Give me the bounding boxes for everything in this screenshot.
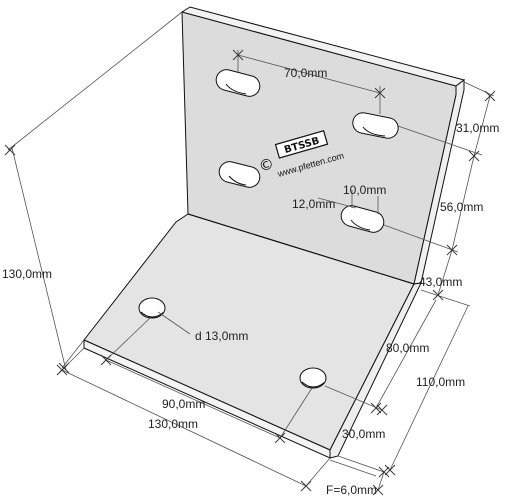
dim-base-width: 130,0mm <box>148 417 198 431</box>
base-plate-right-edge <box>329 282 422 459</box>
dim-thickness: F=6,0mm <box>326 483 377 497</box>
dimension-labels: 130,0mm 70,0mm 31,0mm 56,0mm 10,0mm 12,0… <box>2 66 499 497</box>
hole-right <box>299 367 327 389</box>
slot-bottom-left <box>218 161 261 188</box>
dimension-tick-mark <box>484 90 496 102</box>
dimension-tick-mark <box>378 466 390 478</box>
dimension-lines <box>7 11 495 491</box>
dim-base-depth: 110,0mm <box>416 375 465 389</box>
dim-slot-length: 12,0mm <box>292 197 335 211</box>
slot-top-right <box>352 112 399 139</box>
slots <box>215 69 399 233</box>
dim-bend-offset: 43,0mm <box>419 275 462 289</box>
slot-top-left <box>215 69 261 97</box>
dimension-tick-mark <box>432 289 444 301</box>
dim-hole-spacing-width: 90,0mm <box>162 397 205 411</box>
dimension-tick-mark <box>446 244 458 256</box>
dimension-tick-mark <box>56 364 68 376</box>
dimension-tick-mark <box>376 404 388 416</box>
dimension-tick-mark <box>4 144 16 156</box>
logo-box <box>274 130 329 159</box>
dim-hole-edge-distance: 30,0mm <box>342 427 385 441</box>
dimension-tick-mark <box>384 464 396 476</box>
dim-top-to-slot: 31,0mm <box>456 121 499 135</box>
dimension-ticks <box>4 49 496 496</box>
dim-hole-diameter: d 13,0mm <box>195 329 248 343</box>
dimension-tick-mark <box>274 432 286 444</box>
dimension-tick-mark <box>100 354 112 366</box>
dim-overall-height: 130,0mm <box>2 267 52 281</box>
dim-slot-to-slot: 56,0mm <box>440 200 483 214</box>
dim-hole-spacing-depth: 80,0mm <box>386 341 429 355</box>
copyright-icon: © <box>257 154 276 175</box>
dimension-tick-mark <box>372 484 384 496</box>
dimension-tick-mark <box>370 402 382 414</box>
dimension-tick-mark <box>468 150 480 162</box>
dimension-tick-mark <box>232 49 244 61</box>
dim-slot-spacing: 70,0mm <box>284 66 327 80</box>
hole-left <box>138 297 166 319</box>
dimension-tick-mark <box>374 87 386 99</box>
dim-slot-width: 10,0mm <box>343 183 386 197</box>
dimension-tick-mark <box>300 480 312 492</box>
slot-bottom-right <box>340 205 385 233</box>
holes <box>138 297 327 389</box>
bracket-body <box>83 6 466 459</box>
